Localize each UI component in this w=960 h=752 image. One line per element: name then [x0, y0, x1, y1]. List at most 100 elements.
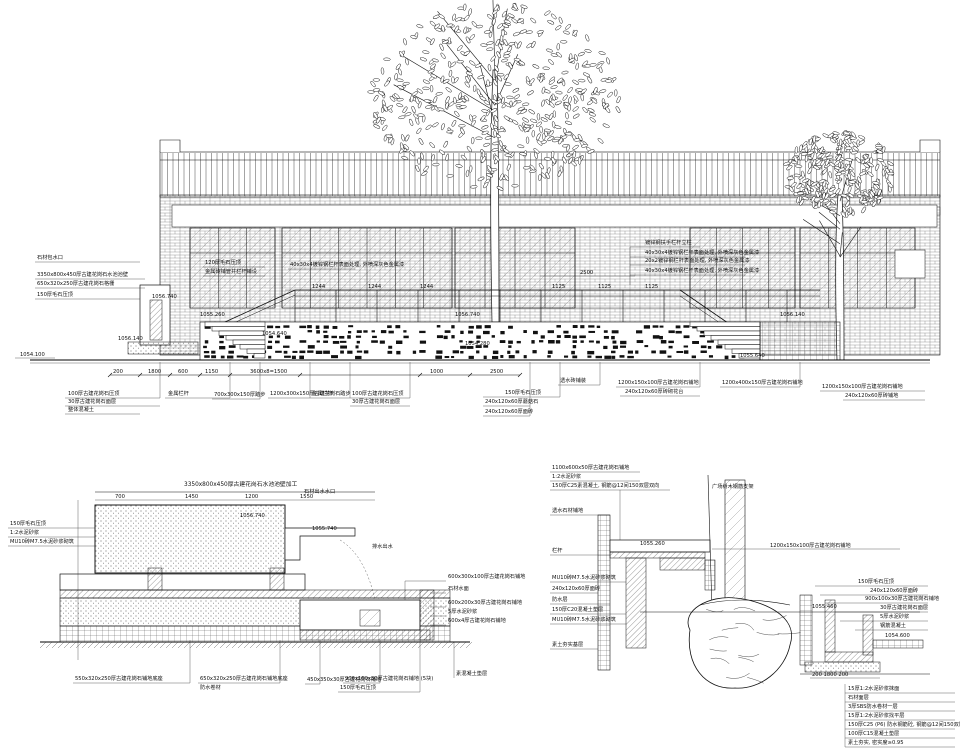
span-dim-4: 1125: [598, 284, 611, 290]
sr-layer-4: 150厚C25 (P6) 防水钢筋砼, 钢筋@12间150双层双向: [848, 720, 960, 728]
bc-2: 整体混凝土: [68, 405, 94, 413]
sr-left-1: 栏杆: [552, 546, 562, 554]
sr-right-3: 30厚古建花岗石面层: [880, 603, 928, 611]
sl-dim-2: 1200: [245, 494, 258, 500]
level-2: 1055.260: [200, 312, 225, 318]
sl-dim-3: 1550: [300, 494, 313, 500]
waterproof-layer: [59, 589, 451, 599]
sr-layer-3: 15厚1:2水泥砂浆找平层: [848, 711, 904, 719]
sr-top-0: 1100x600x50厚古建花岗石铺地: [552, 463, 629, 471]
sr-level-0: 1055.460: [812, 604, 837, 610]
sr-top-2: 150厚C25素混凝土, 钢筋@12间150双层双向: [552, 481, 659, 489]
sr-left-6: MU10砖M7.5水泥砂浆砌筑: [552, 615, 617, 623]
sr-right-1: 240x120x60厚面砖: [870, 586, 918, 594]
span-dim-3: 1125: [552, 284, 565, 290]
sr-layer-6: 素土夯实, 密实度≥0.95: [848, 738, 904, 746]
top-dim: 2500: [580, 270, 593, 276]
sr-left-7: 素土夯实基层: [552, 640, 583, 648]
sl-bottom-mid-0: 650x320x250厚古建花岗石铺地底座: [200, 674, 288, 682]
level-1: 1056.140: [118, 336, 143, 342]
span-dim-2: 1244: [420, 284, 434, 290]
elev-rail-callout-3: 20x2镀锌钢栏杆表面处理, 外喷深灰色金属漆: [645, 256, 749, 264]
sr-layer-0: 15厚1:2水泥砂浆抹面: [848, 684, 899, 692]
bc-10: 240x120x60厚蘑菇石: [485, 397, 538, 405]
bc-4: 700x300x150厚踏步: [214, 390, 265, 398]
bc-14: 240x120x60厚砖砌花台: [625, 387, 683, 395]
bc-1: 30厚古建花岗石面层: [68, 397, 116, 405]
sl-right-1: 石材水面: [448, 584, 469, 592]
bc-12: 透水砖铺装: [560, 376, 586, 384]
elev-rail-callout-2: 40x30x4镀锌钢栏杆表面处理, 外喷深灰色金属漆: [645, 248, 759, 256]
sr-right-5: 钢筋混凝土: [880, 621, 906, 629]
sr-top-1: 1:2水泥砂浆: [552, 472, 581, 480]
elev-left-callout-0: 石材包水口: [37, 253, 63, 261]
garden-elevation: 1054.100 石材包水口 3350x800x450厚古建花岗石水池池壁 65…: [15, 0, 941, 417]
span-dim-5: 1125: [645, 284, 658, 290]
sl-dim-0: 700: [115, 494, 125, 500]
sr-left-5: 150厚C20混凝土垫层: [552, 605, 603, 613]
sl-bottom-right-0: 450x350x30厚古建花岗石铺地: [307, 675, 381, 683]
bc-7: 100厚古建花岗石压顶: [352, 389, 403, 397]
sr-level: 1055.260: [640, 541, 665, 547]
sr-tree-label: 广场树木钢筋支架: [712, 482, 754, 490]
bottom-dim-0: 200: [113, 369, 123, 375]
bc-5: 1200x300x150厚古建花岗石踏步: [270, 389, 351, 397]
sl-title: 3350x800x450厚古建花岗石水池池壁加工: [184, 480, 298, 488]
elev-left-callout-3: 150厚毛石压顶: [37, 290, 73, 298]
sr-level-1: 1054.600: [885, 633, 910, 639]
sr-left-2: MU10砖M7.5水泥砂浆砌筑: [552, 573, 617, 581]
ground-level-label: 1054.100: [20, 352, 45, 358]
water-spout: [284, 527, 356, 561]
sl-left-2: MU10砖M7.5水泥砂浆砌筑: [10, 537, 75, 545]
sl-bottom-left-0: 550x320x250厚古建花岗石铺地底座: [75, 674, 163, 682]
sr-layer-1: 石材面层: [848, 693, 869, 701]
sl-bottom-right-1: 900x100x30厚古建花岗石铺地 (5块): [345, 674, 433, 682]
sr-left-4: 防水层: [552, 595, 568, 603]
construction-layers-list: 15厚1:2水泥砂浆抹面 石材面层 3厚SBS防水卷材一层 15厚1:2水泥砂浆…: [848, 684, 960, 746]
sl-right-4: 600x4厚古建花岗石铺地: [448, 616, 506, 624]
sl-dim-1: 1450: [185, 494, 198, 500]
right-tree: [783, 130, 895, 361]
sr-right-2: 900x100x30厚古建花岗石铺地: [865, 594, 939, 602]
span-dim-0: 1244: [312, 284, 326, 290]
bc-15: 1200x400x150厚古建花岗石铺地: [722, 378, 803, 386]
bc-16: 1200x150x100厚古建花岗石铺地: [822, 382, 903, 390]
elev-rail-callout-4: 40x30x4镀锌钢栏杆表面处理, 外喷深灰色金属漆: [645, 266, 759, 274]
bottom-dim-2: 600: [178, 369, 188, 375]
elev-left-callout-1: 3350x800x450厚古建花岗石水池池壁: [37, 270, 128, 278]
sr-left-3: 240x120x60厚面砖: [552, 584, 600, 592]
level-3: 1054.640: [262, 331, 287, 337]
bottom-dim-3: 1150: [205, 369, 218, 375]
sl-right-2: 600x200x30厚古建花岗石铺地: [448, 598, 522, 606]
sr-left-0: 透水石材铺地: [552, 506, 583, 514]
sr-layer-5: 100厚C15混凝土垫层: [848, 729, 899, 737]
span-dim-1: 1244: [368, 284, 382, 290]
level-5: 1054.280: [465, 341, 490, 347]
sl-bottom-right-3: 素混凝土垫层: [456, 669, 487, 677]
elev-left-callout-2: 650x320x250厚古建花岗石格栅: [37, 279, 114, 287]
bc-13: 1200x150x100厚古建花岗石铺地: [618, 378, 699, 386]
elev-inner-callout-0: 120厚毛石压顶: [205, 258, 241, 266]
bc-9: 150厚毛石压顶: [505, 388, 541, 396]
root-ball: [687, 597, 792, 689]
bc-0: 100厚古建花岗石压顶: [68, 389, 119, 397]
planter-wall: [597, 514, 611, 671]
fountain-section: 3350x800x450厚古建花岗石水池池壁加工 石材出水水口 700 1450…: [8, 480, 525, 693]
sl-level-1: 1055.740: [312, 526, 337, 532]
sr-right-dim: 1200x150x100厚古建花岗石铺地: [770, 541, 851, 549]
bottom-dim-6: 2500: [490, 369, 503, 375]
elev-inner-callout-1: 金属砖铺管井栏杆铺设: [205, 267, 257, 275]
stair-steps: [204, 321, 841, 361]
bottom-dim-1: 1800: [148, 369, 161, 375]
elev-rail-callout-0: 40x30x4镀锌钢栏杆表面处理, 外喷深灰色金属漆: [290, 260, 404, 268]
sl-left-0: 150厚毛石压顶: [10, 519, 46, 527]
level-6: 1055.640: [740, 353, 765, 359]
bc-3: 金属栏杆: [168, 389, 189, 397]
sl-level-0: 1056.740: [240, 513, 265, 519]
level-7: 1056.140: [780, 312, 805, 318]
level-4: 1056.740: [455, 312, 480, 318]
fountain-wall-slab: [94, 504, 286, 574]
sl-right-3: 5厚水泥砂浆: [448, 607, 477, 615]
bottom-dim-4: 3600x8=1500: [250, 369, 287, 375]
